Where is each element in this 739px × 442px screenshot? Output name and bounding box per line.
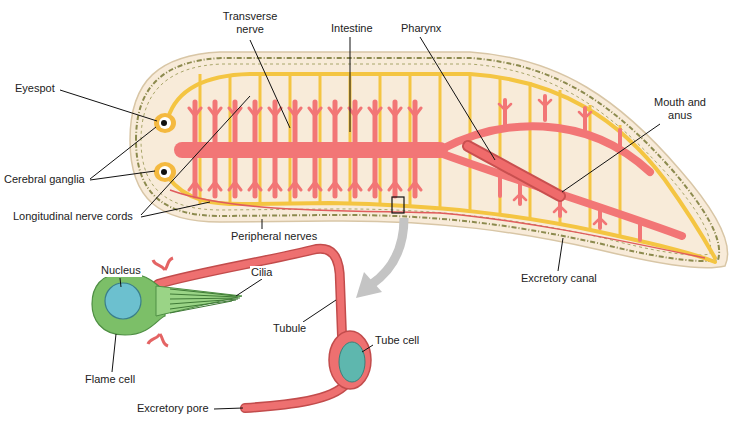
- part-label: Cilia: [250, 266, 273, 279]
- zoom-box: [392, 197, 404, 213]
- zoom-arrow: [356, 272, 382, 298]
- tubule: [158, 249, 346, 408]
- leader-lines: [60, 37, 660, 409]
- part-label: Peripheral nerves: [230, 230, 318, 243]
- nerve-cords: [168, 74, 715, 262]
- part-label: Excretory canal: [520, 272, 598, 285]
- cerebral-ganglia: [154, 113, 176, 182]
- part-label: Tube cell: [374, 334, 420, 347]
- part-label: Flame cell: [84, 373, 136, 386]
- intestine: [182, 96, 682, 240]
- part-label: Transverse nerve: [218, 10, 282, 36]
- pharynx: [468, 146, 560, 196]
- tube-cell: [329, 331, 371, 389]
- part-label: Eyespot: [14, 82, 56, 95]
- part-label: Longitudinal nerve cords: [12, 210, 134, 223]
- flame-cell: [92, 258, 242, 346]
- peripheral-nerve-net: [141, 64, 711, 255]
- zoom-arrow: [372, 218, 404, 284]
- part-label: Excretory pore: [136, 402, 210, 415]
- part-label: Pharynx: [400, 22, 442, 35]
- part-label: Intestine: [330, 22, 374, 35]
- pharynx: [468, 146, 560, 196]
- part-label: Mouth and anus: [650, 96, 710, 122]
- peripheral-nerve-net: [136, 58, 719, 261]
- body-outline: [130, 52, 728, 268]
- excretory-canal: [170, 190, 705, 258]
- part-label: Nucleus: [100, 264, 142, 277]
- part-label: Tubule: [272, 322, 307, 335]
- part-label: Cerebral ganglia: [3, 173, 86, 186]
